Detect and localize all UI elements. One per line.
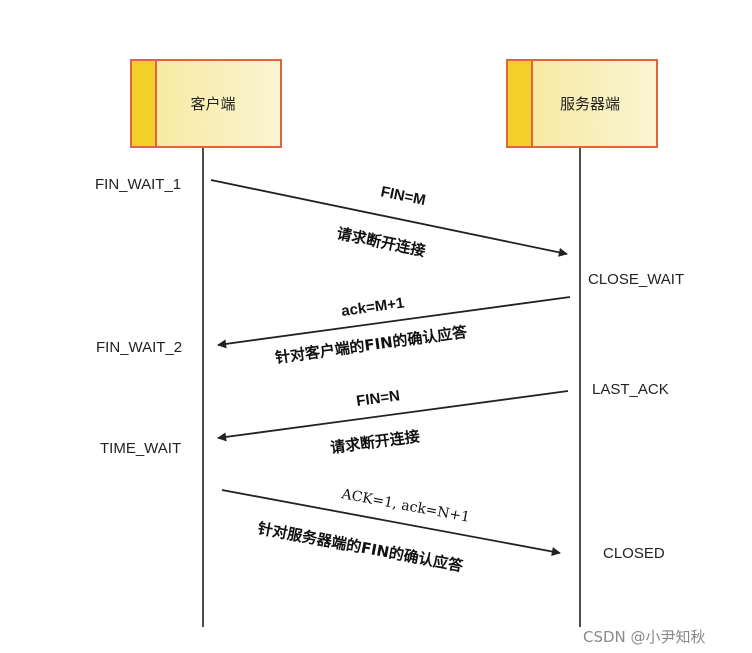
client-state-fin-wait-1: FIN_WAIT_1	[95, 176, 181, 193]
server-box: 服务器端	[506, 59, 658, 148]
sublabel-ack-m-plus-1: 针对客户端的FIN的确认应答	[274, 323, 469, 367]
message-ack-m-plus-1: ack=M+1 针对客户端的FIN的确认应答	[217, 295, 571, 367]
message-ack-n-plus-1: ACK=1, ack=N+1 针对服务器端的FIN的确认应答	[221, 486, 561, 575]
server-state-closed: CLOSED	[603, 545, 665, 562]
label-ack-m-plus-1: ack=M+1	[340, 295, 405, 320]
sublabel-ack-n-plus-1: 针对服务器端的FIN的确认应答	[256, 519, 465, 575]
server-label: 服务器端	[560, 95, 620, 113]
arrow-ack-n-plus-1	[221, 489, 561, 556]
label-fin-n: FIN=N	[355, 387, 401, 410]
sublabel-fin-m: 请求断开连接	[335, 224, 427, 260]
client-label: 客户端	[190, 95, 235, 113]
sublabel-fin-n: 请求断开连接	[329, 427, 421, 457]
server-state-last-ack: LAST_ACK	[592, 381, 669, 398]
watermark: CSDN @小尹知秋	[583, 628, 706, 646]
message-fin-n: FIN=N 请求断开连接	[217, 387, 569, 457]
arrow-fin-n	[217, 390, 569, 442]
client-box: 客户端	[130, 59, 282, 148]
arrow-ack-m-plus-1	[217, 296, 571, 349]
client-state-fin-wait-2: FIN_WAIT_2	[96, 339, 182, 356]
server-state-close-wait: CLOSE_WAIT	[588, 271, 684, 288]
label-fin-m: FIN=M	[379, 183, 427, 209]
label-ack-n-plus-1: ACK=1, ack=N+1	[339, 486, 471, 526]
message-fin-m: FIN=M 请求断开连接	[210, 179, 568, 260]
client-state-time-wait: TIME_WAIT	[100, 440, 181, 457]
arrow-fin-m	[210, 179, 568, 257]
